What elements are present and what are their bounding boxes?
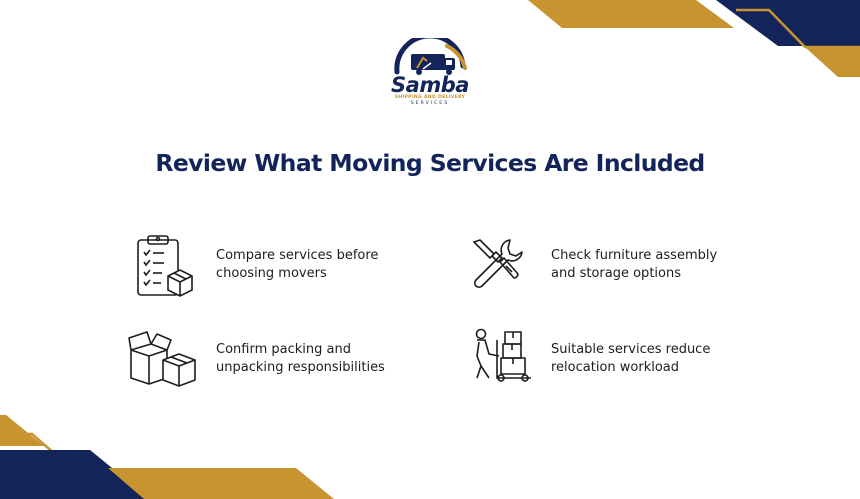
top-navy-band (716, 0, 860, 46)
page-title: Review What Moving Services Are Included (155, 149, 705, 177)
brand-name: Samba (391, 73, 469, 97)
feature-text: Check furniture assembly and storage opt… (551, 247, 751, 283)
brand-subline: SERVICES (410, 101, 450, 106)
truck-logo-icon (394, 38, 467, 75)
bottom-gold-band (108, 468, 334, 499)
top-gold-corner (806, 48, 860, 77)
wrench-screwdriver-icon (473, 239, 523, 289)
clipboard-box-icon (137, 235, 193, 297)
feature-check-furniture: Check furniture assembly and storage opt… (470, 236, 740, 296)
feature-line: Check furniture assembly (551, 248, 718, 263)
feature-line: Confirm packing and (216, 342, 351, 357)
hand-truck-mover-icon (475, 328, 531, 382)
bottom-navy-band (0, 450, 150, 499)
feature-text: Confirm packing and unpacking responsibi… (216, 341, 416, 377)
feature-line: unpacking responsibilities (216, 360, 385, 375)
top-gold-band (528, 0, 734, 28)
open-boxes-icon (128, 331, 196, 387)
feature-line: Compare services before (216, 248, 379, 263)
feature-line: relocation workload (551, 360, 680, 375)
feature-line: and storage options (551, 266, 681, 281)
feature-suitable-services: Suitable services reduce relocation work… (467, 328, 737, 388)
bottom-gold-corner (0, 415, 44, 446)
brand-tagline: SHIPPING AND DELIVERY (394, 95, 466, 100)
feature-text: Suitable services reduce relocation work… (551, 341, 751, 377)
top-gold-line (736, 8, 860, 49)
feature-line: Suitable services reduce (551, 342, 711, 357)
feature-line: choosing movers (216, 266, 327, 281)
feature-text: Compare services before choosing movers (216, 247, 416, 283)
feature-compare-services: Compare services before choosing movers (134, 234, 394, 298)
feature-confirm-packing: Confirm packing and unpacking responsibi… (127, 330, 407, 390)
